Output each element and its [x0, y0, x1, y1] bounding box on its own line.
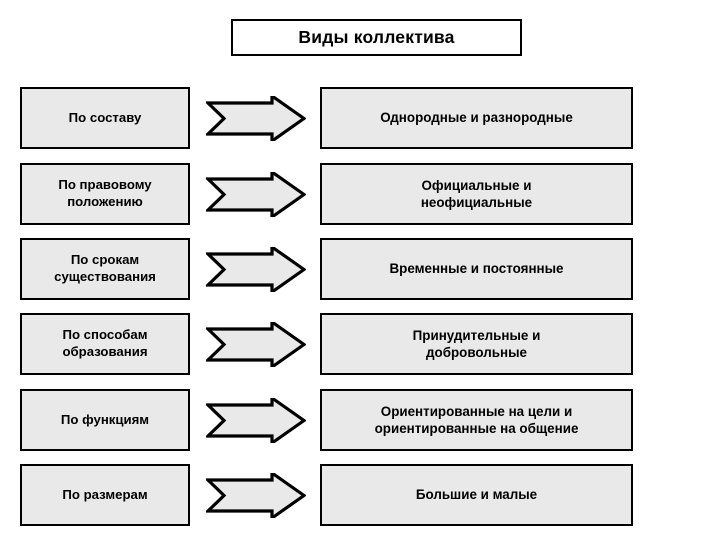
criterion-box[interactable]: По правовому положению	[20, 163, 190, 225]
value-box[interactable]: Временные и постоянные	[320, 238, 633, 300]
value-label: Большие и малые	[415, 487, 538, 503]
right-arrow-icon	[206, 322, 306, 367]
right-arrow-icon	[206, 247, 306, 292]
criterion-box[interactable]: По способам образования	[20, 313, 190, 375]
right-arrow-icon	[206, 172, 306, 217]
diagram-row: По срокам существования Временные и пост…	[0, 238, 720, 300]
value-box[interactable]: Большие и малые	[320, 464, 633, 526]
diagram-row: По функциям Ориентированные на цели и ор…	[0, 389, 720, 451]
value-label: Однородные и разнородные	[380, 110, 573, 126]
criterion-label: По срокам существования	[54, 252, 156, 284]
criterion-label: По составу	[68, 109, 142, 125]
criterion-label: По правовому положению	[58, 177, 152, 209]
value-box[interactable]: Ориентированные на цели и ориентированны…	[320, 389, 633, 451]
value-box[interactable]: Принудительные и добровольные	[320, 313, 633, 375]
criterion-box[interactable]: По размерам	[20, 464, 190, 526]
diagram-title-box: Виды коллектива	[231, 19, 522, 56]
criterion-box[interactable]: По функциям	[20, 389, 190, 451]
diagram-row: По составу Однородные и разнородные	[0, 87, 720, 149]
value-box[interactable]: Однородные и разнородные	[320, 87, 633, 149]
diagram-row: По правовому положению Официальные и нео…	[0, 163, 720, 225]
right-arrow-icon	[206, 398, 306, 443]
value-label: Принудительные и добровольные	[412, 327, 541, 360]
criterion-label: По способам образования	[62, 327, 148, 359]
diagram-row: По размерам Большие и малые	[0, 464, 720, 526]
criterion-box[interactable]: По составу	[20, 87, 190, 149]
right-arrow-icon	[206, 473, 306, 518]
value-label: Официальные и неофициальные	[420, 177, 533, 210]
criterion-label: По размерам	[62, 486, 148, 502]
value-label: Ориентированные на цели и ориентированны…	[374, 403, 579, 436]
value-box[interactable]: Официальные и неофициальные	[320, 163, 633, 225]
diagram-row: По способам образования Принудительные и…	[0, 313, 720, 375]
page-title: Виды коллектива	[298, 26, 455, 47]
criterion-box[interactable]: По срокам существования	[20, 238, 190, 300]
criterion-label: По функциям	[60, 411, 150, 427]
right-arrow-icon	[206, 96, 306, 141]
value-label: Временные и постоянные	[389, 261, 564, 277]
